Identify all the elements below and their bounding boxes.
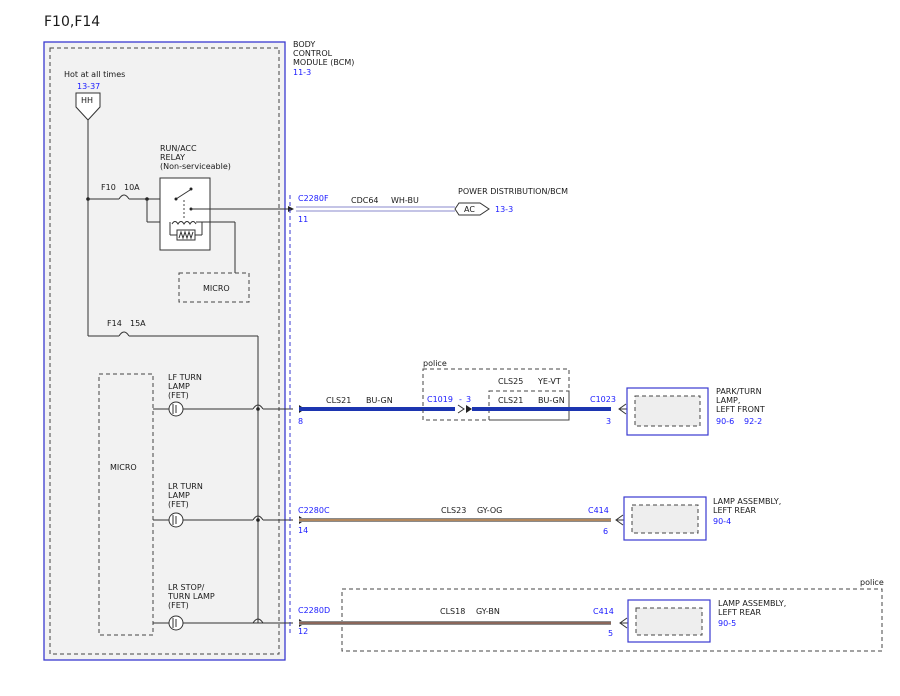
micro-top-label: MICRO xyxy=(203,284,230,293)
lrs-circuit: CLS18 xyxy=(440,607,465,616)
fuse-f10-icon xyxy=(118,194,130,200)
fet3-label-3: (FET) xyxy=(168,601,189,610)
ac-circuit-name: CDC64 xyxy=(351,196,379,205)
lf-pin: 8 xyxy=(298,417,303,426)
hh-label: HH xyxy=(81,96,93,105)
lf-dest-connector[interactable]: C1023 xyxy=(590,395,616,404)
lf-dest-ref-2[interactable]: 92-2 xyxy=(744,417,762,426)
micro-top-box xyxy=(178,272,250,303)
lf-police-label: police xyxy=(423,359,447,368)
lf-dest-ref-1[interactable]: 90-6 xyxy=(716,417,734,426)
bcm-label-2: CONTROL xyxy=(293,49,333,58)
micro-left-label: MICRO xyxy=(110,463,137,472)
lrs-color: GY-BN xyxy=(476,607,500,616)
lrs-police-box xyxy=(341,588,883,652)
lf-dest-pin: 3 xyxy=(606,417,611,426)
fet1-label-1: LF TURN xyxy=(168,373,202,382)
bcm-module-box xyxy=(43,41,286,661)
lrs-pin: 12 xyxy=(298,627,308,636)
lr-connector[interactable]: C2280C xyxy=(298,506,330,515)
lf-alt-circuit: CLS25 xyxy=(498,377,523,386)
lr-color: GY-OG xyxy=(477,506,502,515)
relay-label-2: RELAY xyxy=(160,153,185,162)
lf-dest-label-1: PARK/TURN xyxy=(716,387,762,396)
lrs-dest-pin: 5 xyxy=(608,629,613,638)
fet2-label-2: LAMP xyxy=(168,491,190,500)
lf-inline-dash: - xyxy=(459,395,462,404)
lf-circuit-1: CLS21 xyxy=(326,396,351,405)
lf-lamp-component[interactable] xyxy=(626,387,709,436)
hh-power-symbol xyxy=(75,92,101,121)
lr-lamp-component[interactable] xyxy=(623,496,707,541)
relay-label-1: RUN/ACC xyxy=(160,144,197,153)
lrs-dest-ref[interactable]: 90-5 xyxy=(718,619,736,628)
lf-dest-label-2: LAMP, xyxy=(716,396,740,405)
lf-police-inner xyxy=(488,390,570,421)
fet1-label-3: (FET) xyxy=(168,391,189,400)
lf-inline-pin: 3 xyxy=(466,395,471,404)
lf-color-1: BU-GN xyxy=(366,396,393,405)
lr-dest-label-1: LAMP ASSEMBLY, xyxy=(713,497,781,506)
lf-circuit-2: CLS21 xyxy=(498,396,523,405)
ac-tag-label: AC xyxy=(464,205,475,214)
relay-symbol xyxy=(159,177,211,251)
fuse-f14-amp: 15A xyxy=(130,319,146,328)
lr-dest-ref[interactable]: 90-4 xyxy=(713,517,731,526)
fuse-f14-label: F14 xyxy=(107,319,122,328)
lf-dest-label-3: LEFT FRONT xyxy=(716,405,765,414)
bcm-label-1: BODY xyxy=(293,40,315,49)
fet2-label-1: LR TURN xyxy=(168,482,203,491)
bcm-label-3: MODULE (BCM) xyxy=(293,58,354,67)
hot-label: Hot at all times xyxy=(64,70,125,79)
fet1-label-2: LAMP xyxy=(168,382,190,391)
ac-pin: 11 xyxy=(298,215,308,224)
fuse-f14-icon xyxy=(118,331,130,337)
bcm-ref[interactable]: 11-3 xyxy=(293,68,311,77)
ac-offpage-tag xyxy=(454,202,490,216)
hh-ref[interactable]: 13-37 xyxy=(77,82,100,91)
lrs-lamp-component[interactable] xyxy=(627,599,711,643)
micro-left-box xyxy=(98,373,154,636)
diagram-title: F10,F14 xyxy=(44,14,100,30)
fet3-label-2: TURN LAMP xyxy=(167,592,215,601)
lf-inline-connector[interactable]: C1019 xyxy=(427,395,453,404)
ac-wire-color: WH-BU xyxy=(391,196,419,205)
ac-connector[interactable]: C2280F xyxy=(298,194,329,203)
fet3-label-1: LR STOP/ xyxy=(168,583,205,592)
lrs-connector[interactable]: C2280D xyxy=(298,606,330,615)
lrs-police-label: police xyxy=(860,578,884,587)
relay-coil-icon xyxy=(171,221,197,225)
lrs-dest-label-2: LEFT REAR xyxy=(718,608,761,617)
lf-color-2: BU-GN xyxy=(538,396,565,405)
ac-tag-ref[interactable]: 13-3 xyxy=(495,205,513,214)
bcm-inner-dashed xyxy=(49,47,280,655)
relay-label-3: (Non-serviceable) xyxy=(160,162,231,171)
lf-alt-color: YE-VT xyxy=(537,377,561,386)
fuse-f10-amp: 10A xyxy=(124,183,140,192)
lrs-dest-label-1: LAMP ASSEMBLY, xyxy=(718,599,786,608)
fuse-f10-label: F10 xyxy=(101,183,116,192)
lr-pin: 14 xyxy=(298,526,308,535)
bcm-label: BODY CONTROL MODULE (BCM) 11-3 xyxy=(293,40,354,77)
fet2-label-3: (FET) xyxy=(168,500,189,509)
lr-dest-pin: 6 xyxy=(603,527,608,536)
ac-destination: POWER DISTRIBUTION/BCM xyxy=(458,187,568,196)
lr-dest-label-2: LEFT REAR xyxy=(713,506,756,515)
lrs-dest-connector[interactable]: C414 xyxy=(593,607,614,616)
lr-circuit: CLS23 xyxy=(441,506,466,515)
lr-dest-connector[interactable]: C414 xyxy=(588,506,609,515)
